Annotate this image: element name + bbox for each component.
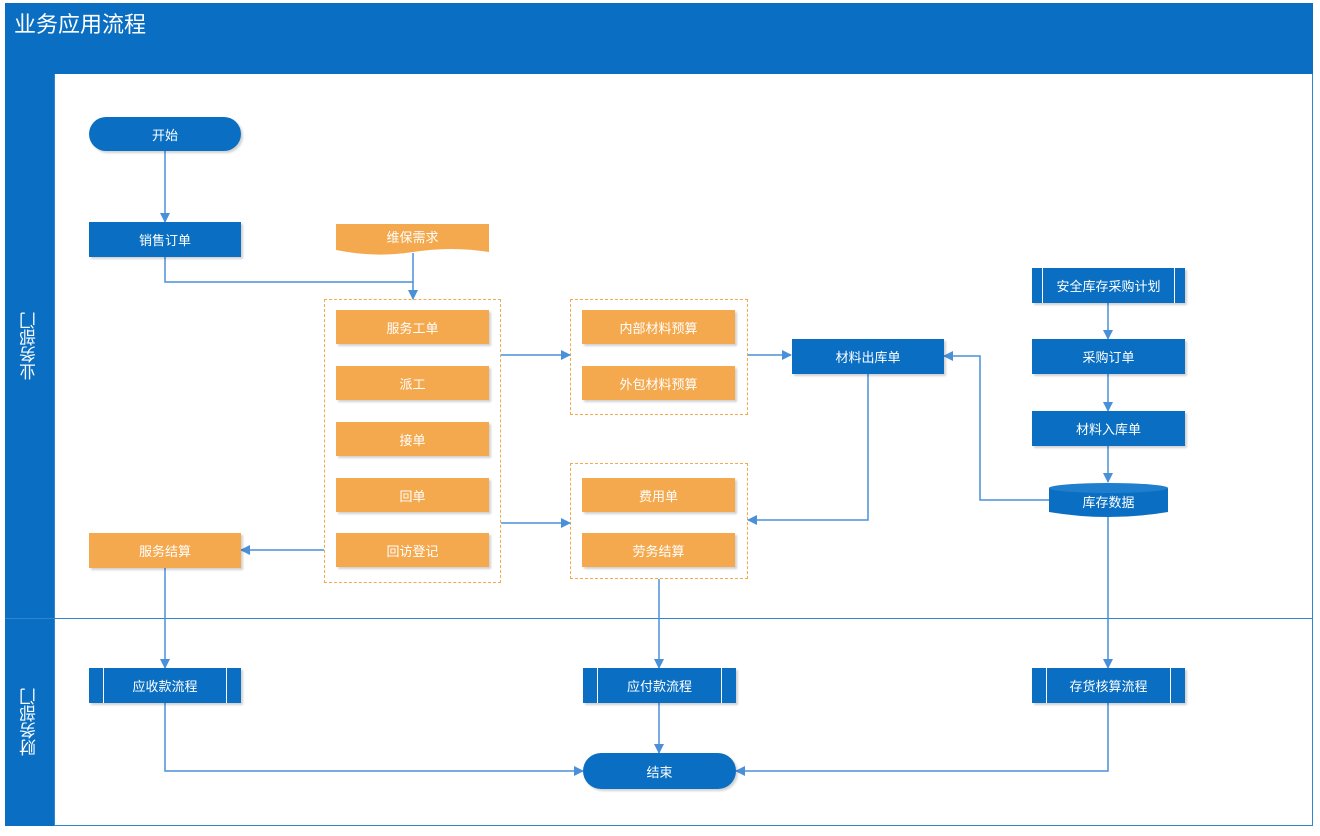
start-node[interactable]: 开始 xyxy=(89,117,241,151)
service-settlement-node[interactable]: 服务结算 xyxy=(89,533,241,568)
edge-receivable-end xyxy=(164,703,584,776)
payables-flow-label: 应付款流程 xyxy=(626,680,692,695)
expense-form-node[interactable]: 费用单 xyxy=(582,478,735,512)
receivables-flow-label: 应收款流程 xyxy=(132,680,198,695)
edge-outbound-expense xyxy=(747,374,869,525)
end-node[interactable]: 结束 xyxy=(583,753,736,789)
edge-inventory-end xyxy=(735,703,1109,776)
edge-db-outbound xyxy=(943,351,1049,501)
internal-material-budget-node[interactable]: 内部材料预算 xyxy=(582,310,735,344)
service-ticket-node[interactable]: 服务工单 xyxy=(336,310,489,344)
payables-flow-box[interactable]: 应付款流程 xyxy=(583,668,736,703)
subprocess-bars xyxy=(1042,268,1175,303)
subprocess-bars xyxy=(1046,668,1171,703)
lane-area xyxy=(54,74,1313,826)
subprocess-bars xyxy=(597,668,722,703)
inventory-accounting-flow-label: 存货核算流程 xyxy=(1069,680,1148,695)
receivables-flow-box[interactable]: 应收款流程 xyxy=(89,668,241,703)
diagram-title: 业务应用流程 xyxy=(14,13,147,38)
material-outbound-node[interactable]: 材料出库单 xyxy=(792,339,944,374)
safety-stock-plan-label: 安全库存采购计划 xyxy=(1056,280,1161,295)
dispatch-node[interactable]: 派工 xyxy=(336,366,489,400)
header-strip xyxy=(5,51,1313,74)
return-order-node[interactable]: 回单 xyxy=(336,478,489,512)
edge-sales-group xyxy=(164,257,418,300)
maintenance-need-shape xyxy=(336,224,489,255)
inventory-accounting-flow-box[interactable]: 存货核算流程 xyxy=(1032,668,1185,703)
title-bar xyxy=(5,3,1313,51)
material-inbound-node[interactable]: 材料入库单 xyxy=(1032,411,1185,446)
subprocess-bars xyxy=(103,668,227,703)
outsourced-material-budget-node[interactable]: 外包材料预算 xyxy=(582,366,735,400)
inventory-db-node[interactable]: 库存数据 xyxy=(1082,495,1135,511)
accept-order-node[interactable]: 接单 xyxy=(336,422,489,456)
sales-order-node[interactable]: 销售订单 xyxy=(89,222,241,257)
revisit-register-node[interactable]: 回访登记 xyxy=(336,533,489,567)
safety-stock-plan-box[interactable]: 安全库存采购计划 xyxy=(1032,268,1185,303)
labor-settlement-node[interactable]: 劳务结算 xyxy=(582,533,735,567)
purchase-order-node[interactable]: 采购订单 xyxy=(1032,339,1185,374)
inventory-db-shape xyxy=(1049,483,1168,517)
maintenance-need-node[interactable]: 维保需求 xyxy=(386,230,439,246)
